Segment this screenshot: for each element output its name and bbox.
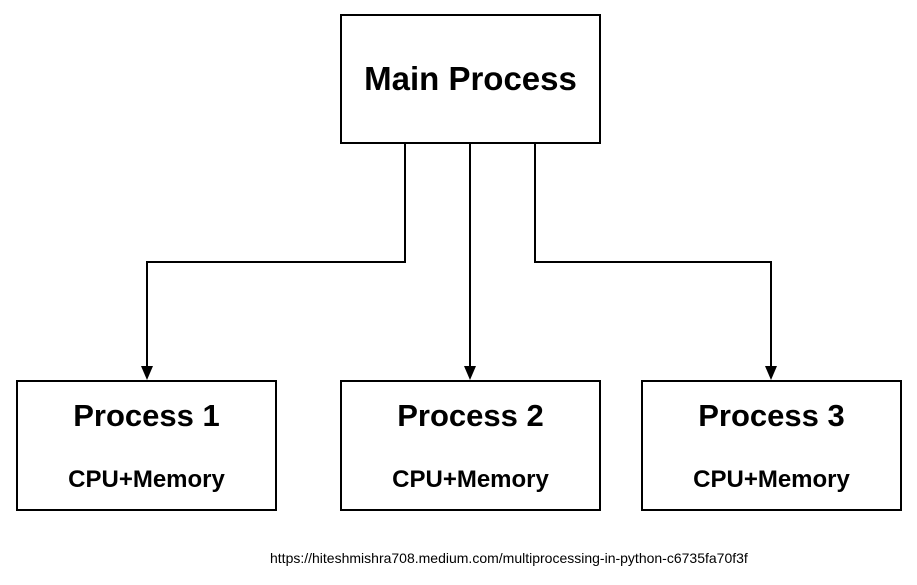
main-process-node: Main Process (340, 14, 601, 144)
process-3-title: Process 3 (698, 398, 845, 433)
process-1-title: Process 1 (73, 398, 220, 433)
connector-main-to-process-3 (534, 144, 772, 367)
main-process-title: Main Process (364, 60, 577, 97)
arrowhead-process-1 (141, 366, 153, 380)
process-1-node: Process 1 CPU+Memory (16, 380, 277, 511)
source-url-caption: https://hiteshmishra708.medium.com/multi… (270, 550, 748, 566)
process-2-node: Process 2 CPU+Memory (340, 380, 601, 511)
arrowhead-process-3 (765, 366, 777, 380)
process-3-resources: CPU+Memory (693, 466, 850, 493)
process-1-resources: CPU+Memory (68, 466, 225, 493)
process-2-title: Process 2 (397, 398, 544, 433)
process-2-resources: CPU+Memory (392, 466, 549, 493)
process-3-node: Process 3 CPU+Memory (641, 380, 902, 511)
arrowhead-process-2 (464, 366, 476, 380)
connector-main-to-process-1 (146, 144, 406, 367)
